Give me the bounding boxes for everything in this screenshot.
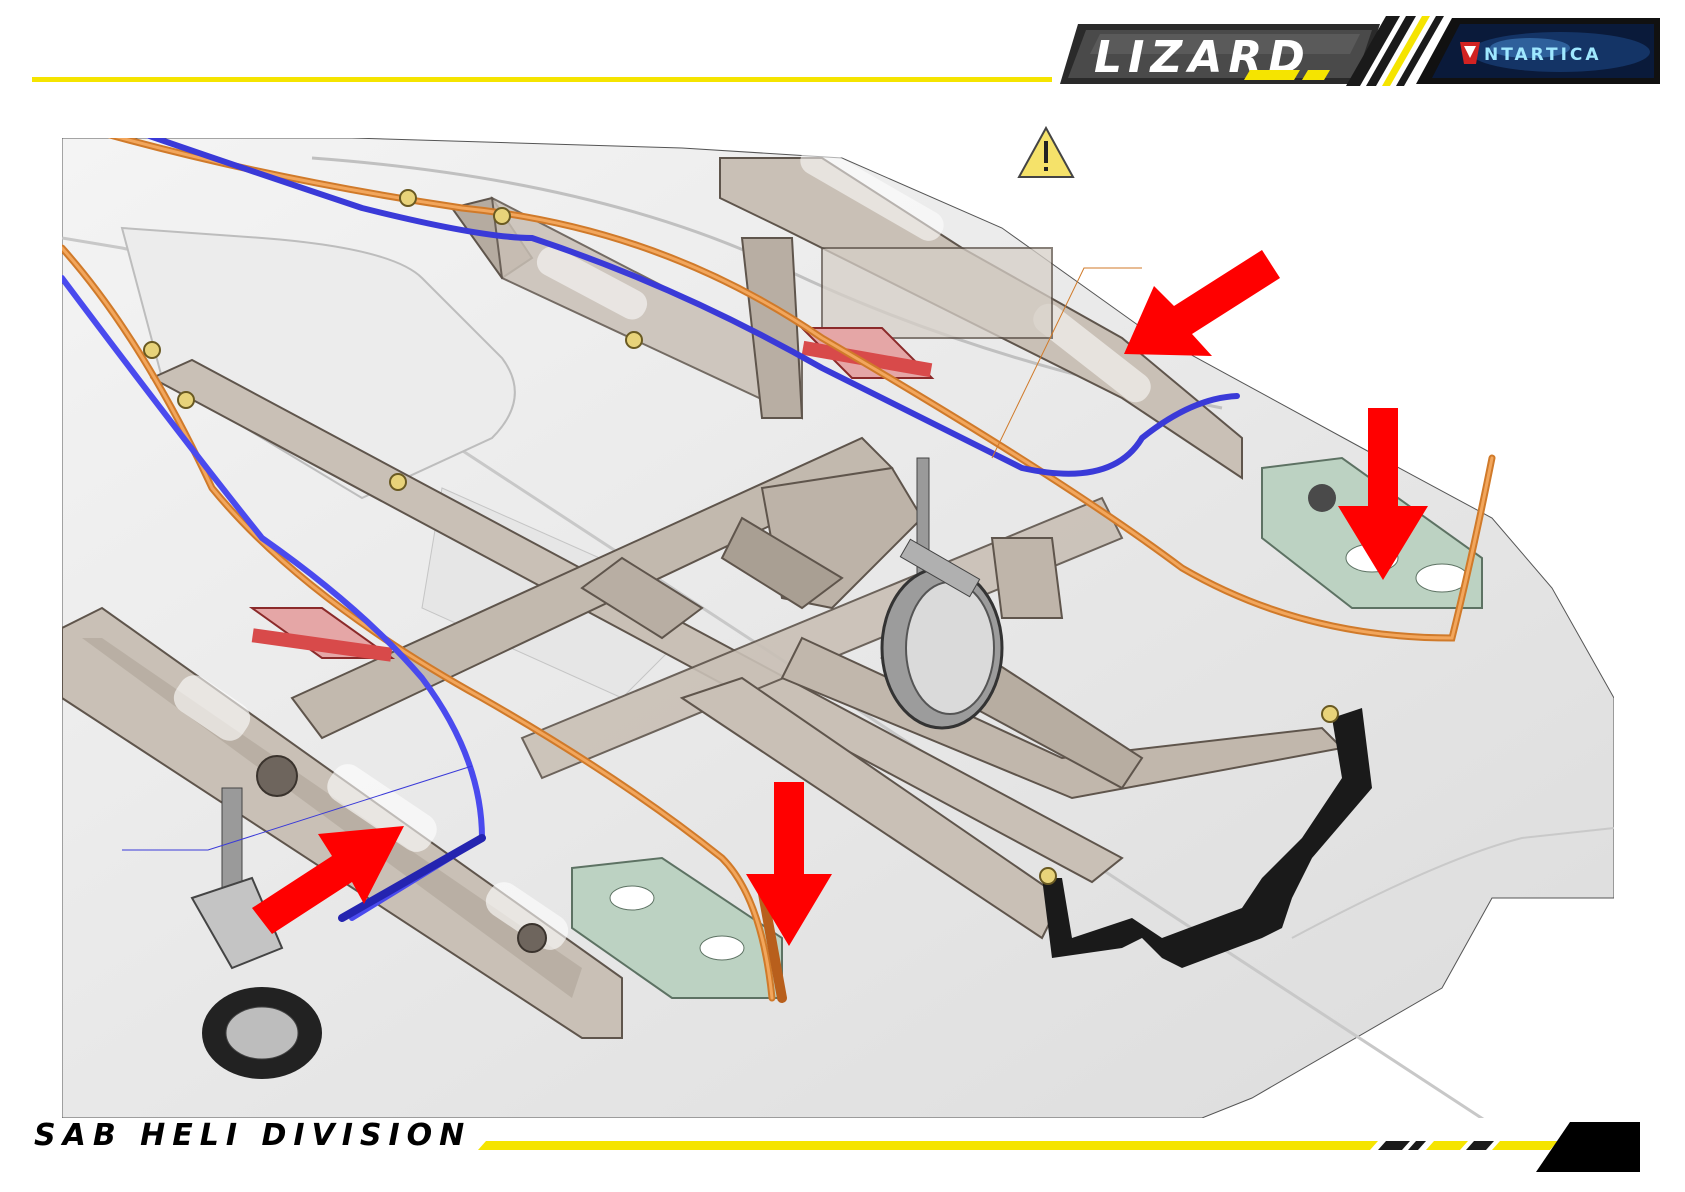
antartica-logo-text: NTARTICA [1484,45,1602,65]
footer-rule [478,1141,1558,1150]
header-logos: LIZARD NTARTICA [1060,14,1660,86]
page-number-tab [1536,1122,1640,1172]
lizard-logo: LIZARD [1060,24,1380,84]
antartica-logo: NTARTICA [1416,18,1660,84]
footer-title: SAB HELI DIVISION [34,1118,471,1153]
fuselage-frame-illustration [62,138,1614,1118]
header-rule [32,77,1052,82]
arrow-pointer-upper-right [1124,250,1280,356]
